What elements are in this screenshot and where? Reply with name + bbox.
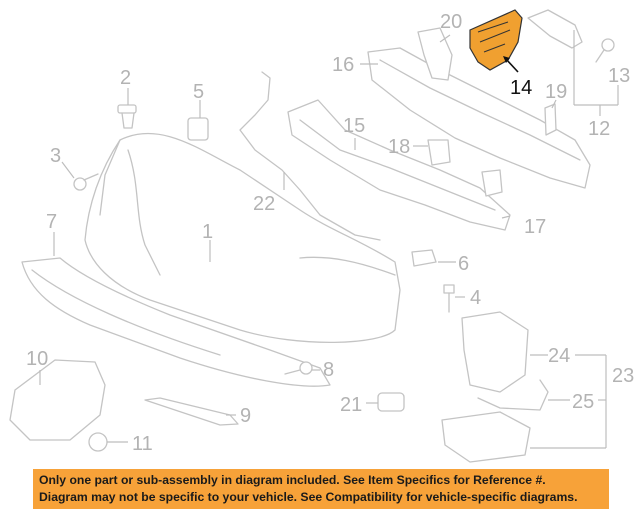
callout-23: 23 [612,365,634,387]
callout-6: 6 [458,253,469,275]
callout-21: 21 [340,394,362,416]
side-bracket [527,9,583,49]
highlighted-bracket-shape [469,9,523,71]
bracket-18 [427,139,451,166]
bracket-19 [544,103,557,136]
callout-11: 11 [132,433,153,455]
bumper-cover [84,132,401,344]
callout-22: 22 [253,193,275,215]
callout-15: 15 [343,115,365,137]
bolt-13 [595,38,615,63]
disclaimer-line-1: Only one part or sub-assembly in diagram… [39,473,546,487]
callout-13: 13 [608,65,630,87]
screw-8 [284,361,313,375]
bracket-20 [417,27,453,81]
callout-19: 19 [545,81,567,103]
callout-24: 24 [548,345,570,367]
callout-5: 5 [193,81,204,103]
callout-25: 25 [572,391,594,413]
disclaimer-line-2: Diagram may not be specific to your vehi… [39,490,578,504]
callout-9: 9 [240,405,251,427]
clip-2 [117,104,137,129]
callout-17: 17 [524,216,546,238]
callout-10: 10 [26,348,48,370]
callout-2: 2 [120,67,131,89]
bolt-4 [443,284,455,313]
leader-lines [39,30,619,449]
plug-11 [88,432,108,452]
callout-12: 12 [588,118,610,140]
retainer-5 [187,117,209,141]
callout-1: 1 [202,221,213,243]
energy-absorber [287,99,511,231]
callout-16: 16 [332,54,354,76]
callout-18: 18 [388,136,410,158]
module-23 [441,411,531,463]
callout-labels: 1 2 3 4 5 6 7 8 9 10 11 12 13 14 15 16 1… [26,11,634,455]
sensor-21 [377,392,405,412]
callout-4: 4 [470,287,481,309]
harness-25 [477,379,549,411]
clip-6 [411,249,437,267]
callout-7: 7 [46,211,57,233]
bracket-17 [481,169,503,197]
module-bracket-24 [461,311,529,393]
callout-8: 8 [323,359,334,381]
callout-20: 20 [440,11,462,33]
callout-14: 14 [510,77,532,99]
highlighted-bracket [469,9,523,71]
screw-3 [73,173,99,191]
callout-3: 3 [50,145,61,167]
lower-valance [21,257,331,387]
disclaimer-banner: Only one part or sub-assembly in diagram… [33,469,609,509]
wiring-harness [239,71,381,241]
splash-shield-10 [9,359,106,441]
trim-strip-9 [144,397,239,426]
